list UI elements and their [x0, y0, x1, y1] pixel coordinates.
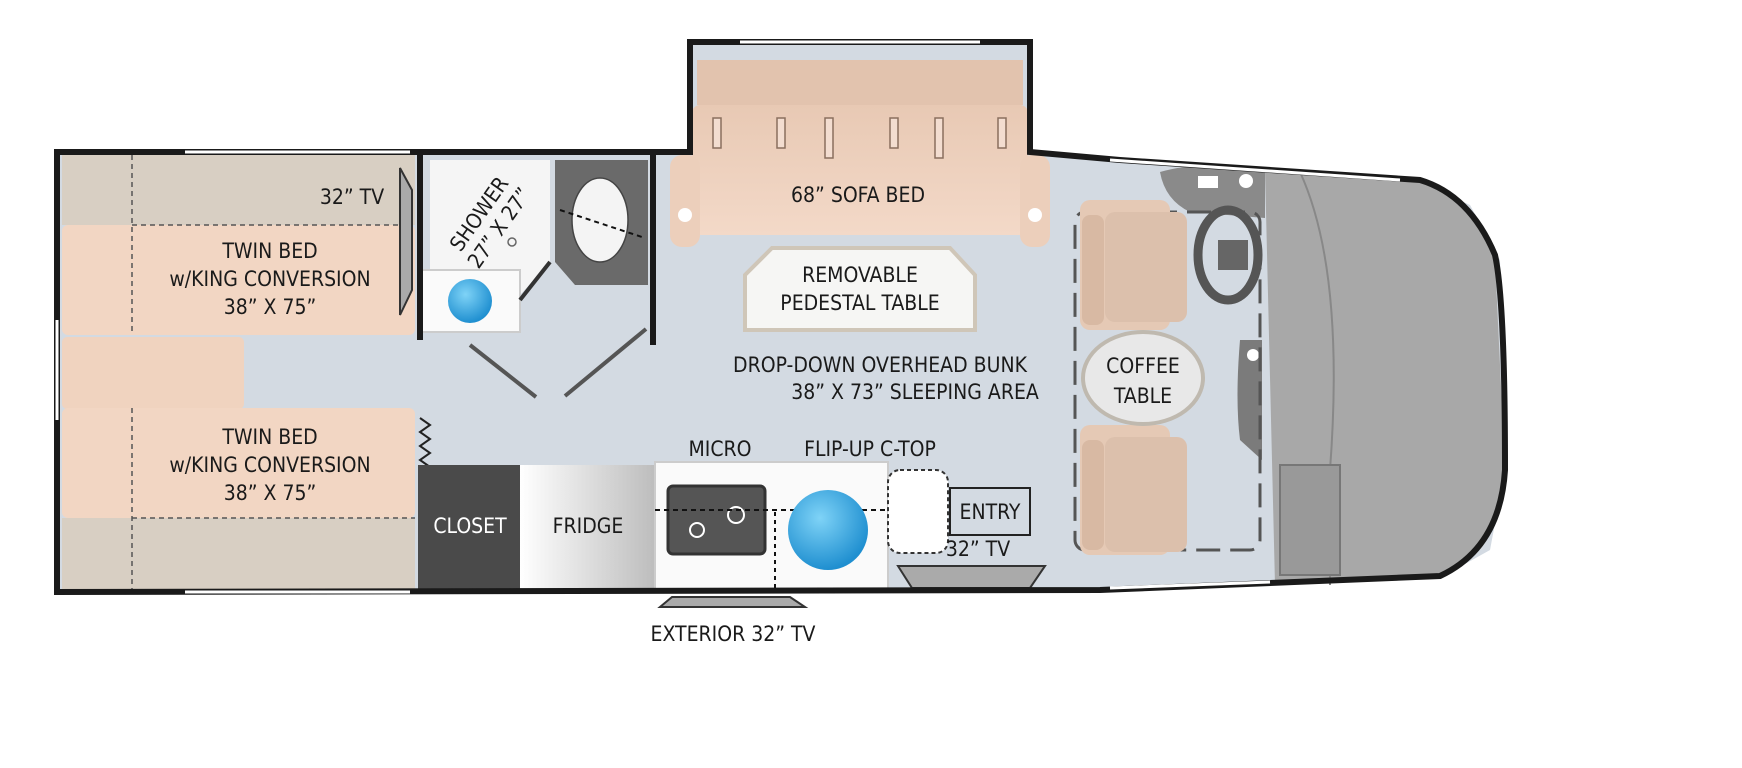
exterior-tv: EXTERIOR 32” TV: [651, 596, 816, 646]
kitchen-counter: MICRO FLIP-UP C-TOP: [654, 437, 936, 591]
micro-label: MICRO: [688, 437, 751, 461]
twin-bed-lower-label-2: w/KING CONVERSION: [169, 453, 370, 477]
cooktop-label: FLIP-UP C-TOP: [804, 437, 936, 461]
twin-bed-upper-label-3: 38” X 75”: [224, 295, 317, 319]
coffee-table: COFFEE TABLE: [1081, 330, 1205, 426]
bedroom: 32” TV TWIN BED w/KING CONVERSION 38” X …: [62, 155, 432, 590]
pedestal-table-label-2: PEDESTAL TABLE: [780, 291, 939, 315]
overhead-bunk-label-1: DROP-DOWN OVERHEAD BUNK: [733, 353, 1028, 377]
cab-dashboard: [1160, 165, 1505, 585]
flip-up-countertop[interactable]: [887, 469, 949, 554]
closet-label: CLOSET: [433, 514, 507, 538]
shower-drain-icon: [507, 237, 517, 247]
cooktop-burner-icon: [788, 490, 868, 570]
cab-chair-driver: [1080, 200, 1187, 330]
bedroom-tv-icon: [399, 167, 413, 316]
exterior-tv-label: EXTERIOR 32” TV: [651, 622, 816, 646]
twin-bed-lower-label-1: TWIN BED: [221, 425, 317, 449]
dash-knob-icon: [1239, 174, 1253, 188]
accordion-door-icon: [418, 417, 432, 468]
coffee-table-label-1: COFFEE: [1106, 354, 1180, 378]
exterior-tv-icon: [657, 596, 809, 608]
fridge[interactable]: FRIDGE: [520, 465, 655, 590]
entry-tv-label: 32” TV: [946, 537, 1010, 561]
steering-wheel-icon: [1193, 205, 1263, 305]
sofa-bed: 68” SOFA BED: [670, 60, 1050, 247]
windows: [55, 40, 1401, 594]
coffee-table-label-2: TABLE: [1113, 384, 1172, 408]
kitchen-sink-icon: [666, 484, 767, 556]
bath-door-right[interactable]: [563, 327, 648, 398]
entry[interactable]: ENTRY 32” TV: [896, 487, 1047, 589]
closet[interactable]: CLOSET: [418, 465, 520, 590]
twin-bed-lower-label-3: 38” X 75”: [224, 481, 317, 505]
overhead-bunk-label-2: 38” X 73” SLEEPING AREA: [791, 380, 1039, 404]
walls: [54, 39, 1509, 596]
bedroom-tv-label: 32” TV: [320, 185, 384, 209]
bath-door-left[interactable]: [468, 343, 538, 399]
entry-label: ENTRY: [960, 500, 1021, 524]
sofa-bed-label: 68” SOFA BED: [791, 183, 925, 207]
toilet-icon: [571, 177, 629, 263]
bathroom: SHOWER 27” X 27”: [419, 160, 648, 399]
fridge-label: FRIDGE: [553, 514, 624, 538]
pedestal-table-label-1: REMOVABLE: [802, 263, 918, 287]
entry-tv-icon: [896, 565, 1047, 589]
bathroom-sink-icon: [448, 279, 492, 323]
cab-chair-passenger: [1080, 425, 1187, 555]
twin-bed-upper-label-2: w/KING CONVERSION: [169, 267, 370, 291]
pedestal-table: REMOVABLE PEDESTAL TABLE: [743, 246, 977, 332]
twin-bed-upper-label-1: TWIN BED: [221, 239, 317, 263]
